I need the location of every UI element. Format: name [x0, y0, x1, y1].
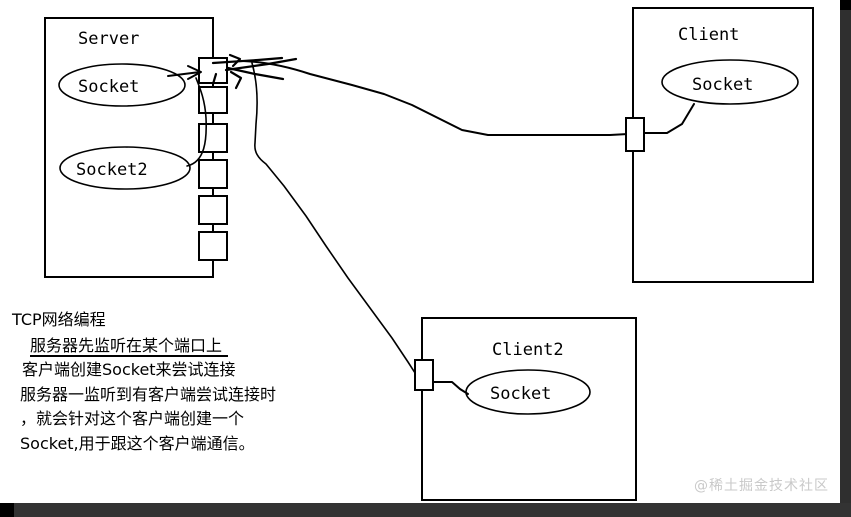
client-socket-1-label: Socket [692, 75, 753, 95]
server-port-4[interactable] [198, 159, 228, 189]
client2-port-1[interactable] [414, 359, 434, 391]
server-title: Server [78, 29, 139, 49]
client2-socket-1-label: Socket [490, 384, 551, 404]
notes-line-3: 服务器一监听到有客户端尝试连接时 [20, 385, 276, 404]
client-port-1[interactable] [625, 117, 645, 152]
server-internal-wire [186, 77, 208, 167]
notes-line-5: Socket,用于跟这个客户端通信。 [20, 434, 255, 453]
right-edge-bar [840, 10, 851, 517]
bottom-left-corner-block [0, 503, 14, 517]
server-socket-2-shape [59, 146, 191, 190]
server-socket-2-label: Socket2 [76, 160, 148, 180]
client-socket-1[interactable]: Socket [661, 59, 799, 105]
wire-server-to-client [242, 60, 629, 136]
watermark: @稀土掘金技术社区 [694, 478, 829, 494]
server-port-5[interactable] [198, 195, 228, 225]
right-edge-top-block [840, 0, 851, 10]
server-node: Server Socket Socket2 [44, 17, 228, 278]
client-socket-1-shape [661, 59, 799, 105]
notes-heading: TCP网络编程 [11, 310, 106, 329]
server-socket-1[interactable]: Socket [58, 63, 186, 107]
bottom-edge-bar [0, 503, 851, 517]
server-socket-2[interactable]: Socket2 [59, 146, 191, 190]
notes-line-2: 客户端创建Socket来尝试连接 [22, 360, 236, 379]
client-internal-wire [643, 103, 695, 134]
notes-line-4: ，就会针对这个客户端创建一个 [20, 409, 244, 428]
client2-node: Client2 Socket [414, 317, 637, 501]
server-port-6[interactable] [198, 231, 228, 261]
server-socket-arrow [167, 65, 202, 80]
client-title: Client [678, 25, 739, 45]
server-socket-1-label: Socket [78, 77, 139, 97]
client-node: Client Socket [625, 7, 814, 283]
client2-internal-wire [432, 381, 469, 395]
client2-title: Client2 [492, 340, 564, 360]
notes-line-1: 服务器先监听在某个端口上 [30, 336, 222, 355]
client-box [632, 7, 814, 283]
server-socket-1-shape [58, 63, 186, 107]
client2-box [421, 317, 637, 501]
server-port-3[interactable] [198, 123, 228, 153]
notes-block: TCP网络编程 服务器先监听在某个端口上 客户端创建Socket来尝试连接 服务… [11, 310, 276, 453]
wire-server-to-client2 [251, 62, 418, 377]
